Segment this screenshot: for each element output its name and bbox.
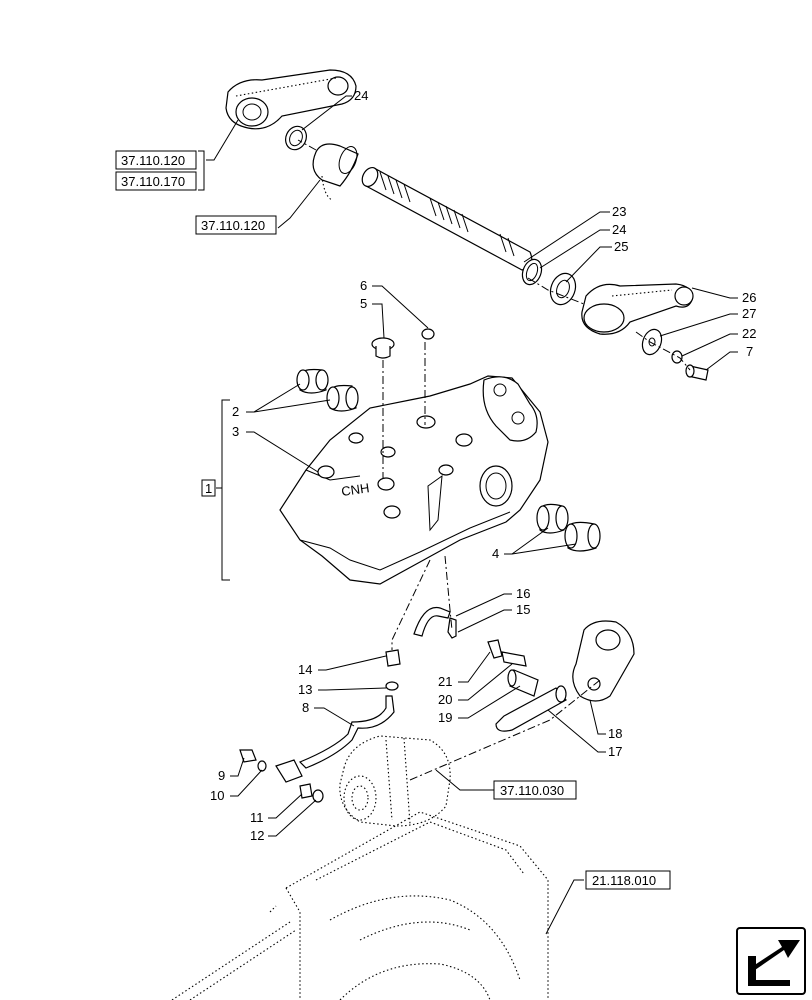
callout-16: 16: [516, 586, 530, 601]
o-ring-12: [312, 789, 324, 803]
callout-9: 9: [218, 768, 225, 783]
snap-ring-24-top: [285, 125, 307, 151]
ref-code: 37.110.120: [121, 153, 185, 168]
ref-box-37-110-170[interactable]: 37.110.170: [115, 171, 197, 191]
washer-27: [641, 328, 663, 356]
callout-19: 19: [438, 710, 452, 725]
callout-17: 17: [608, 744, 622, 759]
callout-2: 2: [232, 404, 239, 419]
callout-4: 4: [492, 546, 499, 561]
navigation-button[interactable]: [736, 927, 806, 995]
callout-15: 15: [516, 602, 530, 617]
lift-shaft: [361, 166, 533, 271]
ref-box-37-110-030[interactable]: 37.110.030: [493, 780, 577, 800]
lift-arm-left: [225, 69, 357, 130]
bushing-2-upper: [296, 368, 329, 394]
callout-8: 8: [302, 700, 309, 715]
bracket-20: [501, 651, 527, 667]
callout-11: 11: [250, 810, 264, 825]
bushing-2-lower: [326, 384, 359, 412]
pin-19: [507, 669, 539, 697]
group-label-1: 1: [205, 481, 212, 496]
callout-25: 25: [614, 239, 628, 254]
o-ring-6: [421, 328, 435, 340]
callout-6: 6: [360, 278, 367, 293]
transmission-housing: [171, 811, 549, 1000]
ref-code: 37.110.120: [201, 218, 265, 233]
callout-27: 27: [742, 306, 756, 321]
washer-22: [671, 350, 683, 364]
control-valve: [339, 735, 451, 827]
ref-code: 37.110.170: [121, 174, 185, 189]
callout-22: 22: [742, 326, 756, 341]
ref-box-37-110-120-a[interactable]: 37.110.120: [115, 150, 197, 170]
ref-code: 37.110.030: [500, 783, 564, 798]
callout-24-top: 24: [354, 88, 368, 103]
ref-code: 21.118.010: [592, 873, 656, 888]
lift-arm-right: [581, 283, 694, 335]
housing-brand-text: CNH: [340, 480, 370, 499]
ref-box-37-110-120-b[interactable]: 37.110.120: [195, 215, 277, 235]
callout-5: 5: [360, 296, 367, 311]
callout-24-right: 24: [612, 222, 626, 237]
arrow-icon: [748, 940, 800, 986]
lever-18: [572, 620, 635, 702]
callout-21: 21: [438, 674, 452, 689]
callout-13: 13: [298, 682, 312, 697]
pipe-16: [413, 606, 451, 637]
bushing-4-left: [536, 503, 569, 534]
o-ring-13: [385, 681, 399, 691]
callout-14: 14: [298, 662, 312, 677]
callout-3: 3: [232, 424, 239, 439]
callout-12: 12: [250, 828, 264, 843]
bush-sleeve: [312, 143, 359, 201]
callout-26: 26: [742, 290, 756, 305]
connector-block: [275, 759, 303, 783]
callout-18: 18: [608, 726, 622, 741]
callout-10: 10: [210, 788, 224, 803]
plug-5: [371, 337, 395, 359]
screw-15: [447, 617, 457, 639]
screw-21: [487, 639, 503, 659]
fitting-14: [385, 649, 401, 667]
ref-box-21-118-010[interactable]: 21.118.010: [585, 870, 671, 890]
washer-10: [257, 760, 267, 772]
snap-ring-24-right: [521, 258, 543, 286]
seal-11: [299, 783, 313, 799]
callout-7: 7: [746, 344, 753, 359]
callout-20: 20: [438, 692, 452, 707]
bolt-9: [239, 749, 257, 763]
washer-25: [549, 272, 577, 306]
pipe-8: [298, 695, 395, 769]
bushing-4-right: [564, 521, 601, 552]
bolt-7: [685, 364, 709, 381]
callout-23: 23: [612, 204, 626, 219]
lift-housing: CNH: [279, 375, 549, 585]
